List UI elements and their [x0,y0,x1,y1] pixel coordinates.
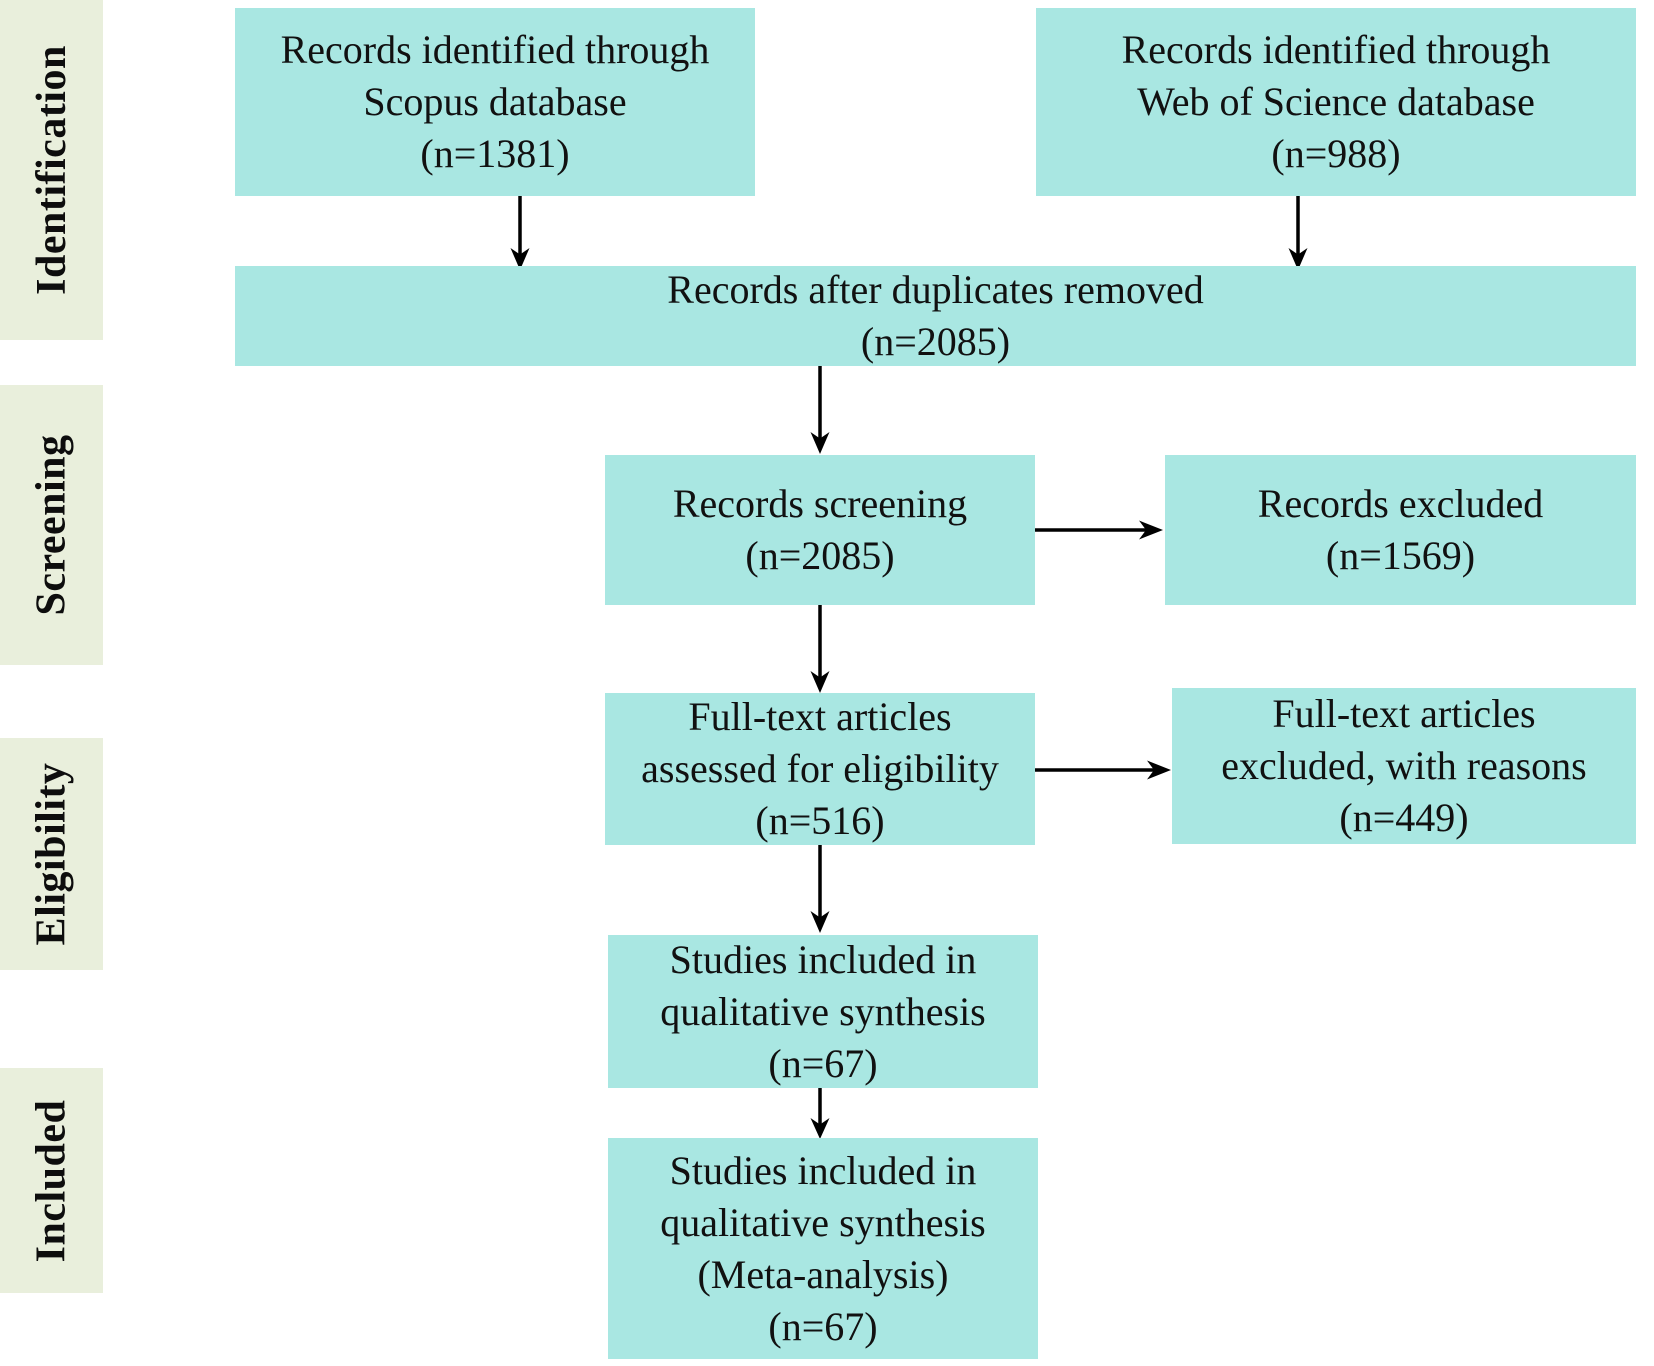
box-records-screening-line1: Records screening [672,481,968,526]
box-meta-analysis: Studies included in qualitative synthesi… [608,1138,1038,1359]
box-fulltext-excluded-count: (n=449) [1339,795,1469,840]
box-records-scopus-line2: Scopus database [363,79,627,124]
arrow-qualitative-to-meta [800,1088,840,1140]
box-records-wos-line2: Web of Science database [1137,79,1535,124]
arrow-wos-to-duplicates [1278,196,1318,272]
box-duplicates-removed-count: (n=2085) [860,319,1011,364]
box-records-scopus: Records identified through Scopus databa… [235,8,755,196]
arrow-screening-to-fulltext [800,605,840,695]
box-fulltext-assessed-line1: Full-text articles [688,694,952,739]
box-fulltext-assessed-count: (n=516) [755,798,885,843]
box-records-screening: Records screening (n=2085) [605,455,1035,605]
arrow-fulltext-to-qualitative [800,845,840,935]
arrow-fulltext-to-excluded [1035,750,1175,790]
box-fulltext-excluded: Full-text articles excluded, with reason… [1172,688,1636,844]
box-fulltext-assessed-line2: assessed for eligibility [641,746,999,791]
box-records-wos-count: (n=988) [1271,131,1401,176]
stage-label-screening: Screening [0,385,103,665]
box-meta-analysis-line3: (Meta-analysis) [697,1251,949,1297]
box-records-scopus-line1: Records identified through [280,27,710,72]
box-records-scopus-count: (n=1381) [420,131,570,176]
box-records-wos-line1: Records identified through [1121,27,1551,72]
stage-label-included-text: Included [28,1099,75,1262]
box-duplicates-removed: Records after duplicates removed (n=2085… [235,266,1636,366]
box-records-excluded-count: (n=1569) [1325,533,1476,578]
box-records-wos: Records identified through Web of Scienc… [1036,8,1636,196]
stage-label-included: Included [0,1068,103,1293]
stage-label-identification: Identification [0,0,103,340]
box-qualitative-synthesis-line1: Studies included in [669,936,977,982]
stage-label-eligibility-text: Eligibility [28,762,75,946]
box-qualitative-synthesis-count: (n=67) [768,1040,878,1086]
stage-label-screening-text: Screening [28,434,75,616]
box-duplicates-removed-line1: Records after duplicates removed [667,267,1204,312]
box-records-excluded-line1: Records excluded [1257,481,1544,526]
stage-label-eligibility: Eligibility [0,738,103,970]
arrow-screening-to-excluded [1035,510,1165,550]
arrow-scopus-to-duplicates [500,196,540,272]
box-qualitative-synthesis-line2: qualitative synthesis [660,988,986,1034]
box-fulltext-assessed: Full-text articles assessed for eligibil… [605,693,1035,845]
box-fulltext-excluded-line1: Full-text articles [1272,691,1536,736]
stage-label-identification-text: Identification [28,45,75,295]
box-records-screening-count: (n=2085) [745,533,895,578]
box-fulltext-excluded-line2: excluded, with reasons [1221,743,1587,788]
arrow-duplicates-to-screening [800,366,840,456]
box-meta-analysis-line1: Studies included in [669,1147,977,1193]
box-qualitative-synthesis: Studies included in qualitative synthesi… [608,935,1038,1088]
box-meta-analysis-count: (n=67) [768,1303,878,1349]
box-records-excluded: Records excluded (n=1569) [1165,455,1636,605]
box-meta-analysis-line2: qualitative synthesis [660,1199,986,1245]
